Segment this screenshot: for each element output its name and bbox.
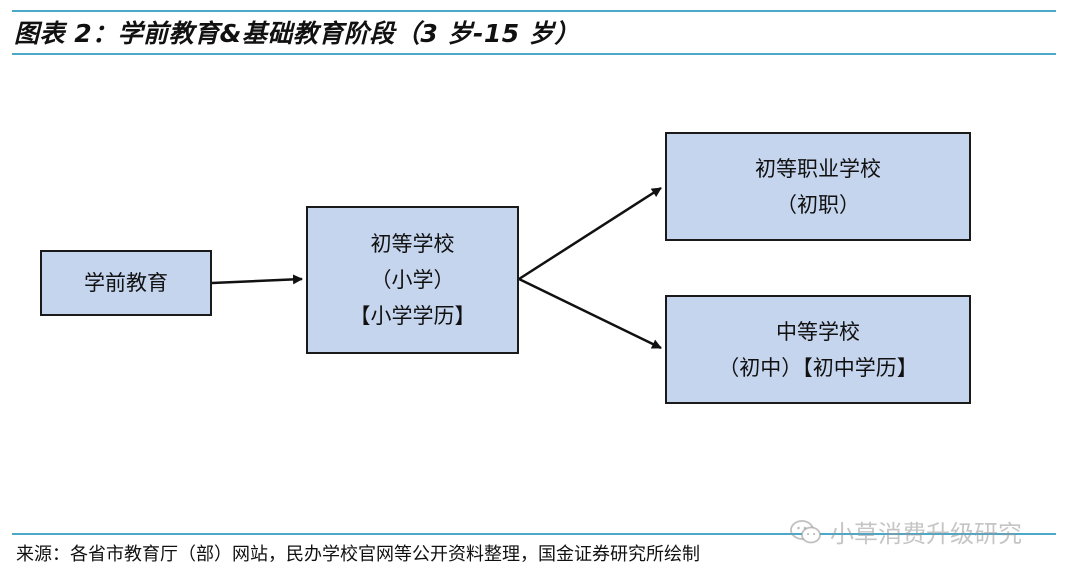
node-middle-school: 中等学校 （初中）【初中学历】: [665, 295, 971, 404]
header-bottom-rule: [12, 53, 1056, 55]
node-preschool-education: 学前教育: [40, 250, 212, 316]
source-note: 来源：各省市教育厅（部）网站，民办学校官网等公开资料整理，国金证券研究所绘制: [16, 544, 700, 565]
edge-primary-to-middle: [518, 277, 662, 350]
node-label: 学前教育: [84, 271, 168, 295]
node-label: 初等学校: [370, 232, 455, 256]
watermark: 小草消费升级研究: [790, 514, 1022, 549]
header-top-rule: [12, 10, 1056, 12]
node-label: （小学）: [370, 268, 455, 292]
node-primary-school: 初等学校 （小学） 【小学学历】: [306, 206, 519, 354]
edge-primary-to-vocational: [518, 186, 662, 281]
wechat-icon: [790, 519, 821, 543]
node-label: 初等职业学校: [755, 156, 881, 181]
footer-rule: [12, 533, 1056, 535]
node-label: 中等学校: [776, 319, 860, 344]
figure-title: 图表 2：学前教育&基础教育阶段（3 岁-15 岁）: [14, 19, 580, 48]
node-primary-vocational-school: 初等职业学校 （初职）: [665, 132, 971, 241]
watermark-text: 小草消费升级研究: [830, 520, 1022, 548]
edge-preschool-to-primary: [211, 274, 303, 285]
node-label: 【小学学历】: [349, 304, 476, 328]
node-label: （初职）: [776, 192, 860, 217]
node-label: （初中）【初中学历】: [718, 355, 918, 380]
